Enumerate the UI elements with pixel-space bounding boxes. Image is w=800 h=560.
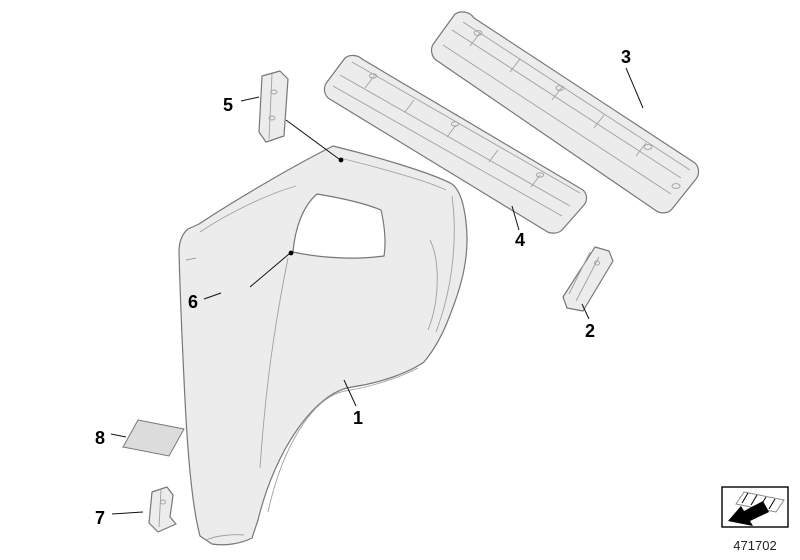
part-4-partition-rail — [323, 54, 588, 234]
callout-3[interactable]: 3 — [621, 47, 631, 67]
part-1-side-panel — [178, 145, 468, 546]
leader-lines — [110, 67, 644, 515]
part-2-side-bracket — [562, 246, 614, 312]
legend: 471702 — [721, 486, 789, 553]
callout-7[interactable]: 7 — [95, 508, 105, 528]
weld-point-dot — [338, 157, 344, 163]
view-direction-arrow-icon — [728, 491, 785, 526]
callout-5[interactable]: 5 — [223, 95, 233, 115]
callout-1[interactable]: 1 — [353, 408, 363, 428]
part-7-lower-bracket — [148, 486, 177, 533]
part-5-upper-bracket — [258, 70, 289, 143]
callout-2[interactable]: 2 — [585, 321, 595, 341]
part-3-tail-panel — [430, 11, 700, 214]
callout-4[interactable]: 4 — [515, 230, 525, 250]
weld-point-dot — [288, 250, 294, 256]
callout-6[interactable]: 6 — [188, 292, 198, 312]
callouts: 1 2 3 4 5 6 7 8 — [95, 47, 631, 528]
callout-8[interactable]: 8 — [95, 428, 105, 448]
part-8-sound-deadener-patch — [122, 419, 185, 457]
diagram-number: 471702 — [733, 538, 776, 553]
